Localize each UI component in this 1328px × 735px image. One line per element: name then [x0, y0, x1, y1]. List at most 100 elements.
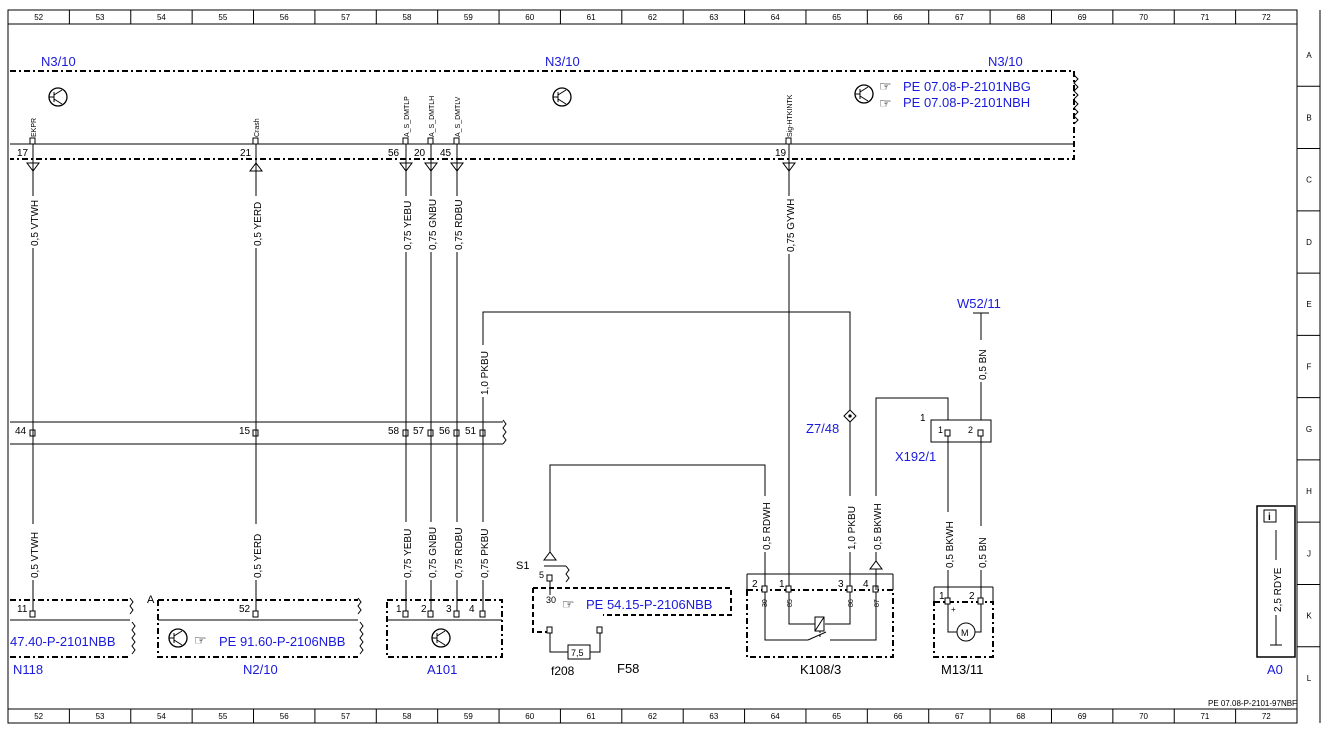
top-module-reference-1[interactable]: PE 07.08-P-2101NBG: [903, 79, 1031, 94]
svg-text:0,75 GNBU: 0,75 GNBU: [428, 527, 439, 578]
strip-pin: 56: [439, 426, 460, 437]
grid-row-label: G: [1306, 425, 1312, 434]
wire-label: 0,75 GNBU: [426, 196, 439, 252]
grid-column-label: 64: [771, 712, 780, 721]
grid-column-label: 70: [1139, 13, 1148, 22]
a0-label: A0: [1267, 662, 1283, 677]
grid-row-label: D: [1306, 238, 1312, 247]
svg-text:51: 51: [465, 426, 477, 437]
svg-text:0,5 BKWH: 0,5 BKWH: [945, 521, 956, 568]
svg-text:3: 3: [838, 579, 844, 590]
svg-text:A: A: [147, 594, 155, 606]
f58-reference[interactable]: PE 54.15-P-2106NBB: [586, 597, 712, 612]
wire-label: 0,5 YERD: [251, 196, 264, 248]
a101-label: A101: [427, 662, 457, 677]
svg-text:56: 56: [439, 426, 451, 437]
grid-column-label: 71: [1200, 13, 1209, 22]
svg-text:0,5 BKWH: 0,5 BKWH: [873, 503, 884, 550]
svg-text:52: 52: [239, 604, 251, 615]
svg-text:45: 45: [440, 148, 452, 159]
n2-reference[interactable]: PE 91.60-P-2106NBB: [219, 634, 345, 649]
n118-reference[interactable]: 47.40-P-2101NBB: [10, 634, 116, 649]
top-pin-20: A_S_DMTLH 20: [414, 96, 436, 159]
wire-label: 0,5 VTWH: [28, 524, 41, 580]
info-icon: [1263, 509, 1277, 523]
svg-text:Sig-HTKINTK: Sig-HTKINTK: [787, 94, 794, 137]
grid-row-label: B: [1306, 113, 1311, 122]
grid-column-label: 65: [832, 712, 841, 721]
wire-label: 0,5 RDWH: [760, 496, 773, 552]
strip-pin: 51: [465, 426, 486, 437]
svg-text:58: 58: [388, 426, 400, 437]
grid-row-label: L: [1307, 674, 1312, 683]
grid-column-label: 52: [34, 712, 43, 721]
wire-label: 0,5 VTWH: [28, 196, 41, 248]
svg-text:1: 1: [920, 413, 926, 424]
svg-text:A_S_DMTLP: A_S_DMTLP: [404, 96, 411, 137]
wire-label: 1,0 PKBU: [478, 345, 491, 397]
top-pin-56: A_S_DMTLP 56: [388, 96, 411, 159]
svg-text:2: 2: [752, 579, 758, 590]
wire-label: 0,5 BKWH: [943, 512, 956, 570]
svg-text:0,75 RDBU: 0,75 RDBU: [454, 527, 465, 578]
grid-column-label: 69: [1078, 13, 1087, 22]
grid-column-label: 61: [587, 13, 596, 22]
z-point-label: Z7/48: [806, 421, 839, 436]
top-module-label-2: N3/10: [545, 54, 580, 69]
m13-label: M13/11: [941, 662, 983, 677]
grid-column-label: 55: [218, 712, 227, 721]
svg-text:0,5 BN: 0,5 BN: [978, 537, 989, 568]
svg-text:0,5 VTWH: 0,5 VTWH: [30, 200, 41, 246]
grid-column-label: 58: [403, 13, 412, 22]
grid-column-label: 57: [341, 712, 350, 721]
strip-pin: 58: [388, 426, 409, 437]
svg-text:44: 44: [15, 426, 27, 437]
wire-label: 0,5 BKWH: [871, 496, 884, 552]
svg-text:i: i: [1268, 512, 1271, 523]
wire-label: 1,0 PKBU: [845, 496, 858, 552]
grid-column-label: 67: [955, 712, 964, 721]
grid-column-label: 65: [832, 13, 841, 22]
a101-module: 1 2 3 4 A101: [386, 599, 503, 677]
svg-text:19: 19: [775, 148, 787, 159]
motor-icon: [956, 622, 976, 642]
wire-label: 0,75 YEBU: [401, 196, 414, 252]
svg-text:1,0 PKBU: 1,0 PKBU: [847, 506, 858, 550]
grid-row-label: K: [1306, 612, 1312, 621]
top-pin-45: A_S_DMTLV 45: [440, 96, 462, 159]
m13-motor: 1 2 M + M13/11: [933, 586, 994, 677]
top-pin-21: Crash 21: [240, 118, 261, 159]
svg-text:0,5 YERD: 0,5 YERD: [253, 534, 264, 578]
grid-column-label: 71: [1200, 712, 1209, 721]
transistor-icon: [168, 628, 188, 648]
transistor-icon: [48, 87, 68, 107]
grid-column-label: 57: [341, 13, 350, 22]
top-module-reference-2[interactable]: PE 07.08-P-2101NBH: [903, 95, 1030, 110]
pointing-hand-icon: ☞: [194, 632, 207, 648]
n2-module: A 52 ☞ PE 91.60-P-2106NBB N2/10: [147, 594, 364, 677]
svg-text:20: 20: [414, 148, 426, 159]
pointing-hand-icon: ☞: [562, 596, 575, 612]
grid-column-label: 68: [1016, 712, 1025, 721]
svg-text:0,5 VTWH: 0,5 VTWH: [30, 532, 41, 578]
grid-column-label: 62: [648, 712, 657, 721]
a0-module: i 2,5 RDYE A0: [1256, 505, 1296, 677]
wire-label: 0,75 YEBU: [401, 522, 414, 580]
svg-text:0,75 GYWH: 0,75 GYWH: [786, 199, 797, 252]
grid-column-label: 52: [34, 13, 43, 22]
sheet-frame: [7, 9, 1298, 724]
pointing-hand-icon: ☞: [879, 78, 892, 94]
svg-text:2: 2: [421, 604, 427, 615]
svg-text:0,75 YEBU: 0,75 YEBU: [403, 201, 414, 250]
grid-column-label: 56: [280, 13, 289, 22]
wire-label: 0,5 BN: [976, 340, 989, 382]
signal-arrow-up: [543, 551, 557, 561]
svg-text:4: 4: [863, 579, 869, 590]
svg-text:+: +: [951, 605, 956, 614]
grid-column-ticks: 5252535354545555565657575858595960606161…: [34, 10, 1271, 723]
wire-label: 0,5 BN: [976, 526, 989, 570]
svg-text:7,5: 7,5: [571, 648, 584, 658]
svg-text:0,75 GNBU: 0,75 GNBU: [428, 199, 439, 250]
svg-text:A_S_DMTLH: A_S_DMTLH: [429, 96, 436, 137]
